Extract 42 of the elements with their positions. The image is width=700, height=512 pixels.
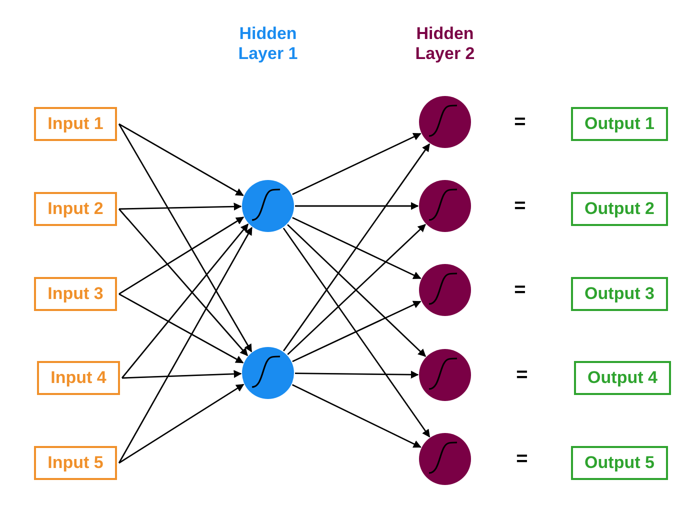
input-box: Input 5 — [34, 446, 117, 480]
arrow — [118, 226, 252, 464]
arrow — [282, 228, 430, 438]
layer-heading: Hidden Layer 2 — [414, 24, 476, 65]
input-box: Input 4 — [37, 361, 120, 395]
arrow — [118, 208, 248, 356]
output-box: Output 5 — [571, 446, 668, 480]
arrow — [118, 216, 244, 295]
arrow — [292, 384, 422, 448]
neuron-circle — [419, 433, 471, 485]
equals-sign: = — [513, 194, 527, 218]
arrow — [118, 202, 242, 211]
arrow — [118, 124, 252, 352]
layer-heading: Hidden Layer 1 — [237, 24, 299, 65]
output-box: Output 4 — [574, 361, 671, 395]
equals-sign: = — [515, 363, 529, 387]
equals-sign: = — [513, 278, 527, 302]
arrow — [118, 293, 244, 364]
neuron-circle — [242, 180, 294, 232]
arrow — [292, 132, 422, 196]
input-box: Input 3 — [34, 277, 117, 311]
output-box: Output 3 — [571, 277, 668, 311]
neuron-circle — [419, 180, 471, 232]
output-box: Output 1 — [571, 107, 668, 141]
arrow — [292, 300, 422, 362]
neuron-circle — [242, 347, 294, 399]
arrow — [122, 370, 242, 379]
arrow — [118, 384, 244, 464]
arrow — [295, 202, 419, 210]
arrow — [295, 370, 419, 379]
neuron-circle — [419, 349, 471, 401]
neuron-circle — [419, 264, 471, 316]
input-box: Input 2 — [34, 192, 117, 226]
arrow — [118, 123, 244, 196]
output-box: Output 2 — [571, 192, 668, 226]
arrow — [282, 143, 430, 352]
input-box: Input 1 — [34, 107, 117, 141]
arrow — [121, 224, 249, 378]
neuron-circle — [419, 96, 471, 148]
equals-sign: = — [515, 447, 529, 471]
arrow — [292, 216, 422, 280]
equals-sign: = — [513, 110, 527, 134]
